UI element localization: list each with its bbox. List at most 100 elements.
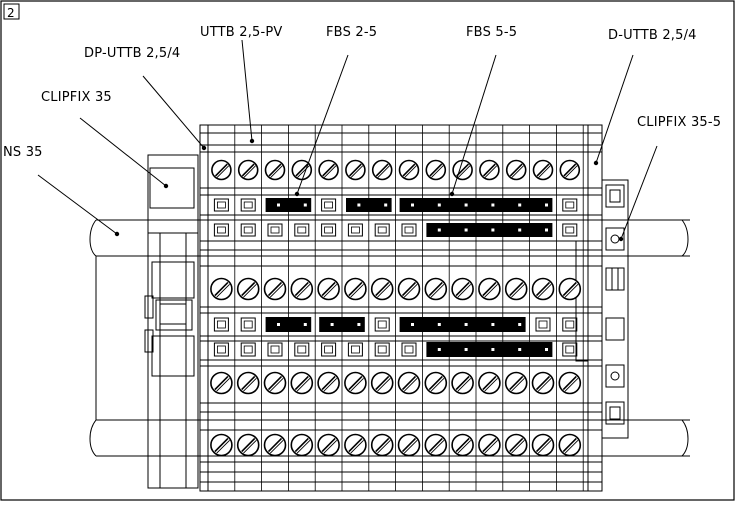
contact-slot-inner: [404, 226, 414, 234]
contact-slot: [562, 223, 578, 237]
terminal-screw: [504, 433, 528, 457]
bridge-window: [411, 203, 414, 207]
contact-slot: [213, 198, 229, 212]
label-uttb: UTTB 2,5-PV: [200, 25, 283, 40]
contact-slot-inner: [565, 345, 575, 354]
bridge-fbs-5-5: [426, 342, 553, 357]
contact-slot-inner: [243, 345, 253, 354]
terminal-columns: [207, 125, 584, 491]
terminal-screw: [425, 159, 447, 181]
figure-number-box: [3, 3, 20, 20]
bridge-fbs-2-5: [265, 317, 312, 332]
terminal-screw: [424, 433, 448, 457]
contact-slot: [267, 223, 283, 237]
contact-slot: [267, 342, 283, 357]
leader-clipfix355: [620, 145, 658, 240]
contact-slot-inner: [324, 226, 334, 234]
bridge-fbs-5-5: [399, 317, 526, 332]
terminal-screws: [210, 159, 582, 457]
terminal-screw: [344, 433, 367, 457]
contact-slot: [294, 223, 310, 237]
contact-slot-inner: [350, 345, 360, 354]
bridge-window: [330, 323, 334, 326]
leader-dputtb: [142, 75, 205, 149]
bridge-window: [464, 203, 468, 207]
terminal-screw: [290, 371, 314, 395]
terminal-screw: [370, 433, 394, 457]
terminal-screw: [451, 433, 474, 457]
contact-slot: [347, 342, 363, 357]
bridge-fbs-2-5: [319, 317, 365, 332]
contact-slot: [213, 317, 229, 332]
leader-fbs55: [451, 54, 497, 195]
bridge-window: [437, 348, 441, 351]
terminal-screw: [371, 159, 393, 181]
leader-uttb: [241, 39, 253, 142]
bridge-fbs-5-5: [399, 198, 553, 212]
contact-slot: [374, 317, 390, 332]
contact-slot: [213, 342, 229, 357]
contact-slot-inner: [404, 345, 414, 354]
leader-duttb: [595, 54, 634, 164]
terminal-screw: [370, 371, 394, 395]
terminal-screw: [504, 371, 528, 395]
terminal-screw: [264, 159, 286, 181]
contact-slot-inner: [538, 320, 548, 329]
terminal-screw: [451, 371, 474, 395]
terminal-screw: [532, 159, 554, 181]
contact-slot: [213, 223, 229, 237]
bridge-window: [303, 323, 307, 326]
bridge-window: [545, 228, 548, 232]
terminal-screw: [211, 159, 232, 181]
leader-dots: [114, 138, 624, 242]
terminal-screw: [263, 371, 287, 395]
contact-slot: [401, 342, 417, 357]
bridge-fbs-2-5: [265, 198, 312, 212]
contact-slot-inner: [324, 345, 334, 354]
bridge-window: [518, 203, 522, 207]
terminal-screw: [317, 433, 340, 457]
contact-slot-inner: [216, 201, 226, 209]
contact-slot-inner: [270, 226, 280, 234]
contact-slot-inner: [243, 226, 253, 234]
terminal-screw: [344, 371, 367, 395]
terminal-block-body: [199, 124, 603, 492]
bridge-window: [491, 323, 495, 326]
terminal-screw: [317, 277, 340, 301]
bridge-window: [384, 203, 388, 207]
label-d-uttb: D-UTTB 2,5/4: [608, 28, 697, 43]
terminal-screw: [397, 371, 421, 395]
contact-slot-inner: [216, 345, 226, 354]
contact-slot: [535, 317, 551, 332]
contact-slot-inner: [350, 226, 360, 234]
label-fbs-5-5: FBS 5-5: [466, 25, 517, 40]
contact-slot: [240, 317, 256, 332]
bridge-window: [518, 228, 522, 232]
terminal-screw: [290, 277, 314, 301]
bridge-fbs-5-5: [426, 223, 553, 237]
terminal-screw: [478, 277, 501, 301]
contact-slot-inner: [270, 345, 280, 354]
terminal-screw: [505, 159, 527, 181]
contact-slot: [374, 223, 390, 237]
label-dp-uttb: DP-UTTB 2,5/4: [84, 46, 180, 61]
terminal-screw: [210, 433, 233, 457]
bridge-window: [545, 348, 548, 351]
contact-slot-inner: [216, 226, 226, 234]
bridge-window: [491, 348, 495, 351]
terminal-screw: [559, 159, 581, 181]
terminal-screw: [210, 277, 233, 301]
terminal-screw: [424, 277, 448, 301]
terminal-screw: [237, 159, 259, 181]
terminal-screw: [479, 159, 500, 181]
contact-slot: [347, 223, 363, 237]
contact-slot: [374, 342, 390, 357]
contact-slot: [321, 342, 337, 357]
contact-slot: [321, 198, 337, 212]
terminal-screw: [452, 159, 473, 181]
clipfix-35-5-end-bracket: [601, 179, 629, 439]
terminal-screw: [263, 277, 287, 301]
clipfix-35-end-bracket: [144, 154, 199, 489]
contact-slot: [240, 342, 256, 357]
